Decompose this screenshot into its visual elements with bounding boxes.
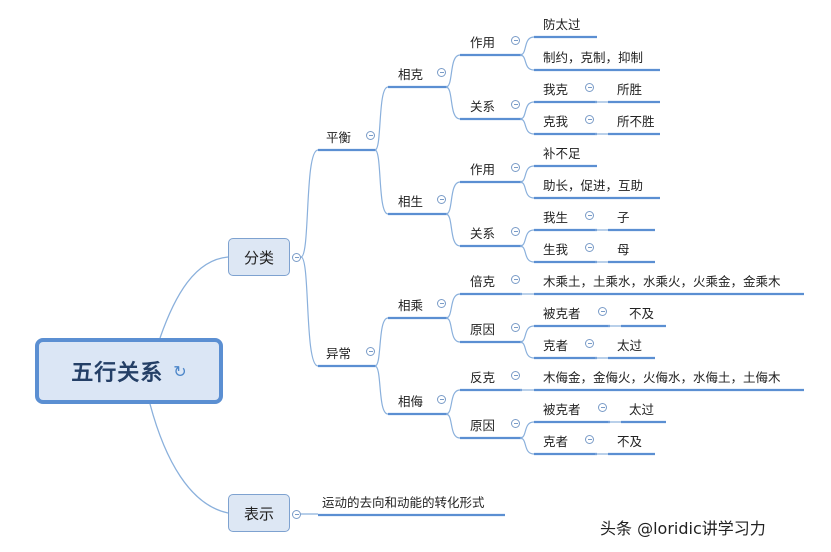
connector-leaf-4 [519,165,535,183]
node-xw-fanke[interactable]: 反克 [470,370,496,385]
node-xc-yuanyin[interactable]: 原因 [470,322,496,337]
node-xiangcheng[interactable]: 相乘 [398,298,424,313]
node-xk-guanxi[interactable]: 关系 [470,99,496,114]
leaf-xc-taiguo[interactable]: 太过 [617,338,643,353]
root-node[interactable]: 五行关系 ↻ [35,338,223,404]
refresh-icon[interactable]: ↻ [173,361,187,381]
connector-xiangcheng-yuanyin [445,317,461,343]
collapse-toggle-xk-zuoyong[interactable] [511,36,520,45]
leaf-suosheng[interactable]: 所胜 [617,82,643,97]
leaf-woke[interactable]: 我克 [543,82,569,97]
collapse-toggle-xw-fanke[interactable] [511,371,520,380]
collapse-toggle-xiangke[interactable] [437,68,446,77]
connector-leaf-9 [519,341,535,359]
collapse-toggle-xiangsheng[interactable] [437,195,446,204]
collapse-toggle-xiangwu[interactable] [437,395,446,404]
leaf-xc-beikezhe[interactable]: 被克者 [543,306,581,321]
node-xiangwu[interactable]: 相侮 [398,394,424,409]
connector-leaf-7 [519,245,535,263]
connector-yichang-xiangwu [374,365,389,415]
connector-pingheng-xiangsheng [374,149,389,215]
node-biaoshi[interactable]: 表示 [228,494,290,532]
leaf-xw-beikezhe[interactable]: 被克者 [543,402,581,417]
connector-leaf-8 [519,325,535,343]
leaf-fangtaiguo[interactable]: 防太过 [543,17,581,32]
connector-fenlei-yichang [300,256,319,367]
node-xiangke[interactable]: 相克 [398,67,424,82]
node-xiangsheng[interactable]: 相生 [398,194,424,209]
leaf-zhiyue[interactable]: 制约，克制，抑制 [543,50,644,65]
leaf-xw-kezhe[interactable]: 克者 [543,434,569,449]
collapse-toggle-xw-yuanyin[interactable] [511,419,520,428]
collapse-toggle-xc-kezhe[interactable] [585,339,594,348]
connector-xiangsheng-guanxi [445,213,461,247]
connector-yichang-xiangcheng [374,317,389,367]
leaf-xw-taiguo[interactable]: 太过 [629,402,655,417]
node-yichang[interactable]: 异常 [326,346,352,361]
collapse-toggle-fenlei[interactable] [292,253,301,262]
connector-xiangwu-fanke [445,389,461,415]
connector-leaf-3 [519,118,535,135]
leaf-mu[interactable]: 母 [617,242,630,257]
leaf-bubuzu[interactable]: 补不足 [543,146,581,161]
node-xw-yuanyin[interactable]: 原因 [470,418,496,433]
connector-leaf-11 [519,437,535,455]
collapse-toggle-yichang[interactable] [366,347,375,356]
connector-xiangke-zuoyong [445,54,461,88]
connector-root-biaoshi [149,403,229,514]
leaf-shengwo[interactable]: 生我 [543,242,569,257]
node-fenlei-label: 分类 [243,248,274,267]
leaf-fanke-desc[interactable]: 木侮金，金侮火，火侮水，水侮土，土侮木 [543,370,781,385]
collapse-toggle-wosheng[interactable] [585,211,594,220]
connector-xiangcheng-beike [445,293,461,319]
connector-root-fenlei [159,256,229,339]
connector-xiangsheng-zuoyong [445,181,461,215]
leaf-beike-desc[interactable]: 木乘土，土乘水，水乘火，火乘金，金乘木 [543,274,781,289]
node-biaoshi-label: 表示 [243,504,274,523]
node-xc-beike[interactable]: 倍克 [470,274,496,289]
node-biaoshi-desc[interactable]: 运动的去向和动能的转化形式 [322,495,485,510]
leaf-xc-kezhe[interactable]: 克者 [543,338,569,353]
leaf-kewo[interactable]: 克我 [543,114,569,129]
leaf-suobusheng[interactable]: 所不胜 [617,114,655,129]
collapse-toggle-woke[interactable] [585,83,594,92]
collapse-toggle-xs-zuoyong[interactable] [511,163,520,172]
root-title: 五行关系 [71,361,164,386]
collapse-toggle-xc-beike[interactable] [511,275,520,284]
collapse-toggle-xs-guanxi[interactable] [511,227,520,236]
connector-fenlei-pingheng [300,149,319,258]
collapse-toggle-xk-guanxi[interactable] [511,100,520,109]
collapse-toggle-xiangcheng[interactable] [437,299,446,308]
connector-leaf-6 [519,229,535,247]
connector-leaf-10 [519,421,535,439]
connector-leaf-2 [519,101,535,120]
collapse-toggle-xc-beikezhe[interactable] [598,307,607,316]
leaf-wosheng[interactable]: 我生 [543,210,569,225]
collapse-toggle-xw-beikezhe[interactable] [598,403,607,412]
leaf-xc-buji[interactable]: 不及 [629,306,655,321]
connector-leaf-5 [519,181,535,199]
connector-xiangwu-yuanyin [445,413,461,439]
connector-xiangke-guanxi [445,86,461,120]
collapse-toggle-shengwo[interactable] [585,243,594,252]
leaf-zi[interactable]: 子 [617,210,630,225]
collapse-toggle-xw-kezhe[interactable] [585,435,594,444]
collapse-toggle-biaoshi[interactable] [292,510,301,519]
node-pingheng[interactable]: 平衡 [326,130,352,145]
node-xs-guanxi[interactable]: 关系 [470,226,496,241]
watermark: 头条 @loridic讲学习力 [600,519,766,538]
connector-leaf-0 [519,36,535,56]
node-xs-zuoyong[interactable]: 作用 [470,162,496,177]
collapse-toggle-kewo[interactable] [585,115,594,124]
connector-leaf-1 [519,54,535,71]
leaf-zhuzhang[interactable]: 助长，促进，互助 [543,178,644,193]
node-fenlei[interactable]: 分类 [228,238,290,276]
collapse-toggle-xc-yuanyin[interactable] [511,323,520,332]
leaf-xw-buji[interactable]: 不及 [617,434,643,449]
connector-pingheng-xiangke [374,86,389,151]
collapse-toggle-pingheng[interactable] [366,131,375,140]
node-xk-zuoyong[interactable]: 作用 [470,35,496,50]
